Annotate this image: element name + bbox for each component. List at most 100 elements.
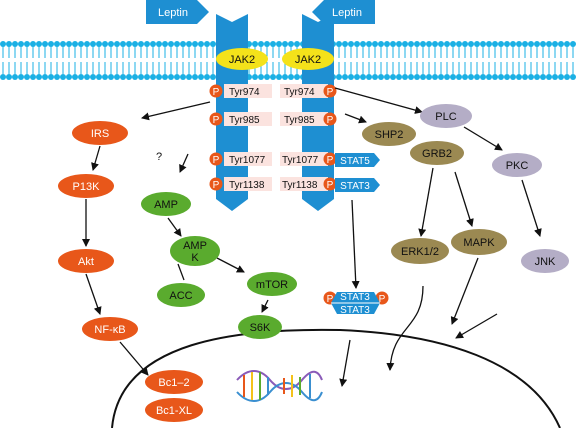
lipid-head	[0, 74, 6, 80]
lipid-head	[462, 41, 468, 47]
lipid-head	[66, 41, 72, 47]
lipid-head	[24, 74, 30, 80]
lipid-head	[468, 41, 474, 47]
lipid-head	[396, 74, 402, 80]
lipid-head	[516, 74, 522, 80]
lipid-head	[72, 74, 78, 80]
arrow-stat-to-dimer	[351, 199, 360, 289]
lipid-head	[132, 41, 138, 47]
lipid-head	[528, 74, 534, 80]
lipid-head	[270, 41, 276, 47]
lipid-head	[18, 41, 24, 47]
lipid-head	[258, 41, 264, 47]
stat3-dimer-bottom: STAT3	[340, 305, 370, 316]
node-grb2-label: GRB2	[422, 148, 452, 160]
lipid-head	[162, 74, 168, 80]
arrow-grb2-to-erk	[418, 167, 434, 237]
phosphate-label: P	[213, 87, 220, 98]
lipid-head	[348, 41, 354, 47]
lipid-head	[174, 41, 180, 47]
lipid-head	[66, 74, 72, 80]
lipid-head	[396, 41, 402, 47]
phosphate-right-3: P	[323, 177, 337, 191]
lipid-head	[402, 74, 408, 80]
tyr-left-974: Tyr974	[229, 87, 260, 98]
lipid-head	[162, 41, 168, 47]
tyr-right-1138: Tyr1138	[282, 180, 318, 191]
phosphate-label: P	[327, 115, 334, 126]
lipid-head	[570, 41, 576, 47]
lipid-head	[552, 41, 558, 47]
lipid-head	[402, 41, 408, 47]
lipid-head	[6, 41, 12, 47]
node-p13k: P13K	[58, 174, 114, 198]
tyr-left-985: Tyr985	[229, 115, 260, 126]
tyr-right-1077: Tyr1077	[282, 155, 319, 166]
tyr-left-1138: Tyr1138	[229, 180, 265, 191]
lipid-head	[408, 41, 414, 47]
lipid-head	[456, 41, 462, 47]
lipid-head	[546, 41, 552, 47]
lipid-head	[186, 41, 192, 47]
lipid-head	[90, 74, 96, 80]
lipid-head	[540, 41, 546, 47]
phosphate-label: P	[327, 180, 334, 191]
lipid-head	[36, 74, 42, 80]
phosphate-label: P	[379, 294, 386, 305]
lipid-head	[276, 41, 282, 47]
arrow-plc-to-pkc	[463, 126, 503, 151]
node-mapk-label: MAPK	[463, 237, 495, 249]
arrow-ampk-to-acc	[177, 263, 185, 281]
lipid-head	[474, 74, 480, 80]
lipid-head	[252, 74, 258, 80]
lipid-head	[150, 41, 156, 47]
lipid-head	[54, 41, 60, 47]
arrow-tyr985-to-shp2	[344, 113, 367, 124]
jak2-label-left: JAK2	[229, 54, 255, 66]
lipid-head	[366, 74, 372, 80]
lipid-head	[120, 74, 126, 80]
stat3-label: STAT3	[340, 181, 370, 192]
lipid-head	[366, 41, 372, 47]
lipid-head	[126, 74, 132, 80]
lipid-head	[480, 74, 486, 80]
lipid-head	[6, 74, 12, 80]
lipid-head	[360, 41, 366, 47]
arrow-dimer-to-nucleus	[339, 339, 351, 387]
lipid-head	[138, 74, 144, 80]
node-ampk-label-1: AMP	[183, 240, 207, 252]
arrow-erk-to-nucleus	[386, 285, 424, 371]
lipid-head	[456, 74, 462, 80]
node-mtor: mTOR	[247, 272, 297, 296]
phosphate-label: P	[213, 115, 220, 126]
phosphate-circle	[209, 177, 223, 191]
leptin-label-right: Leptin	[332, 7, 362, 19]
phosphate-right-2: P	[323, 152, 337, 166]
node-jnk: JNK	[521, 249, 569, 273]
lipid-head	[522, 74, 528, 80]
lipid-head	[30, 41, 36, 47]
lipid-head	[114, 41, 120, 47]
phosphate-circle	[209, 112, 223, 126]
lipid-head	[420, 41, 426, 47]
phosphate-left-0: P	[209, 84, 223, 98]
lipid-head	[288, 41, 294, 47]
stat3-dimer-top: STAT3	[340, 292, 370, 303]
node-plc-label: PLC	[435, 111, 456, 123]
node-acc: ACC	[157, 283, 205, 307]
lipid-head	[294, 41, 300, 47]
arrow-amp-to-ampk	[167, 217, 182, 237]
arrow-tyr974-to-plc	[334, 87, 423, 114]
pathway-arrows	[82, 87, 542, 387]
node-irs: IRS	[72, 121, 128, 145]
lipid-head	[390, 74, 396, 80]
lipid-head	[342, 74, 348, 80]
lipid-head	[498, 41, 504, 47]
lipid-head	[552, 74, 558, 80]
lipid-head	[36, 41, 42, 47]
phosphate-label: P	[327, 294, 334, 305]
lipid-head	[342, 41, 348, 47]
lipid-head	[480, 41, 486, 47]
lipid-head	[450, 74, 456, 80]
arrow-akt-to-nfkb	[85, 273, 102, 315]
